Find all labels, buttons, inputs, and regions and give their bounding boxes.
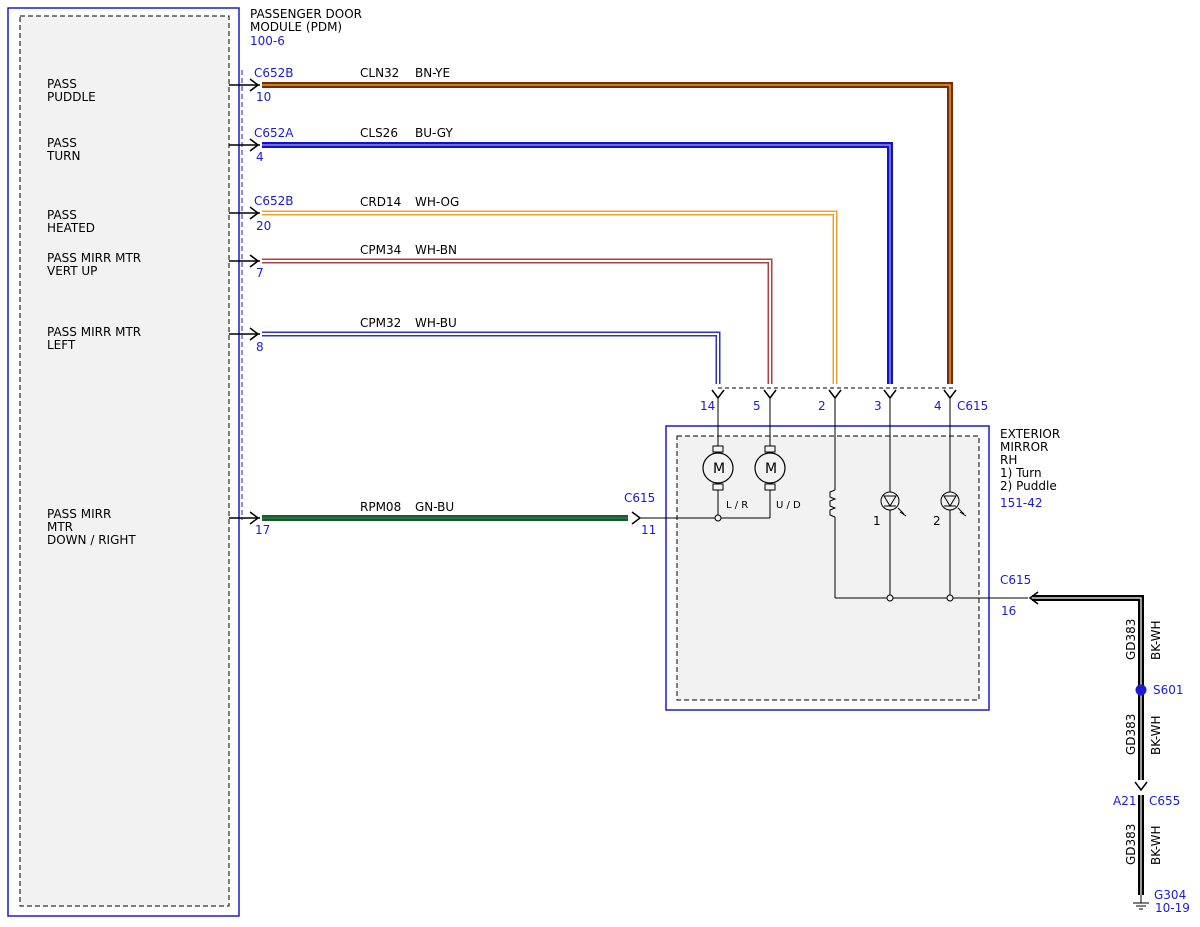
c655-pin: A21 [1113,794,1136,808]
gnd-color-3: BK-WH [1149,825,1163,865]
gnd-circuit-1: GD383 [1124,619,1138,660]
motor-lr-label: L / R [726,500,748,511]
pin-label-vert-2: VERT UP [47,264,97,278]
c615-pin-5: 5 [753,399,761,413]
pdm-title-line1: PASSENGER DOOR [250,7,362,21]
motor-ud-symbol: M [765,461,777,477]
pdm-module [7,7,243,917]
wire2-connector: C652A [254,126,294,140]
gnd-color-2: BK-WH [1149,715,1163,755]
wire5-circuit: CPM32 [360,316,401,330]
ground-id: G304 [1154,888,1186,902]
wire1-circuit: CLN32 [360,66,399,80]
c615-pin11-arrow [631,511,642,525]
turn-lamp-icon [880,491,907,517]
pin-label-heated-2: HEATED [47,221,95,235]
c615-pin-14: 14 [700,399,715,413]
lamp2-label: 2 [933,514,941,528]
lamp1-label: 1 [873,514,881,528]
c615-pin16-arrow [1028,591,1039,605]
mirror-note-turn: 1) Turn [1000,466,1042,480]
pin-label-left-2: LEFT [47,338,76,352]
wire-cln32 [262,82,953,384]
c615-input-pin: 11 [641,523,656,537]
motor-lr [702,452,734,484]
motor-ud [754,452,786,484]
c615-connector-label: C615 [957,399,988,413]
wire3-circuit: CRD14 [360,195,401,209]
puddle-lamp-icon [940,491,967,517]
wire1-color: BN-YE [415,66,450,80]
mirror-note-puddle: 2) Puddle [1000,479,1057,493]
wire-crd14 [262,210,838,384]
splice-label: S601 [1153,683,1184,697]
wire2-color: BU-GY [415,126,453,140]
mirror-ref: 151-42 [1000,496,1043,510]
pin-label-left-1: PASS MIRR MTR [47,325,141,339]
pin-label-down-3: DOWN / RIGHT [47,533,136,547]
gnd-circuit-2: GD383 [1124,714,1138,755]
pdm-pin-arrows [229,78,260,525]
c655-connector: C655 [1149,794,1180,808]
pin-label-turn-1: PASS [47,136,77,150]
mirror-name-line3: RH [1000,453,1017,467]
junction-dots [714,514,954,602]
wire6-color: GN-BU [415,500,454,514]
wire-gd383 [1032,595,1144,895]
pin-label-puddle-1: PASS [47,77,77,91]
ground-icon [1133,895,1149,910]
wire4-pin: 7 [256,266,264,280]
wire3-color: WH-OG [415,195,459,209]
wire5-pin: 8 [256,340,264,354]
pin-label-down-2: MTR [47,520,73,534]
wire6-circuit: RPM08 [360,500,401,514]
wire4-circuit: CPM34 [360,243,401,257]
wire3-pin: 20 [256,219,271,233]
mirror-internal-wiring [640,398,1028,599]
wire1-pin: 10 [256,90,271,104]
wire2-circuit: CLS26 [360,126,398,140]
wire-cpm32 [262,331,721,384]
mirror-name-line1: EXTERIOR [1000,427,1060,441]
c615-pin-2: 2 [818,399,826,413]
c615-input-connector: C615 [624,491,655,505]
c615-pin-arrows [711,389,957,400]
wire2-pin: 4 [256,150,264,164]
motor-lr-symbol: M [713,461,725,477]
gnd-circuit-3: GD383 [1124,824,1138,865]
pin-label-heated-1: PASS [47,208,77,222]
c615-pin-4: 4 [934,399,942,413]
pin-label-down-1: PASS MIRR [47,507,111,521]
splice-s601 [1135,684,1147,696]
c615-ground-pin: 16 [1001,604,1016,618]
wire-cls26 [262,142,893,384]
pin-label-puddle-2: PUDDLE [47,90,96,104]
wire4-color: WH-BN [415,243,457,257]
pin-label-turn-2: TURN [46,149,80,163]
c615-pin-3: 3 [874,399,882,413]
wire6-pin: 17 [255,523,270,537]
pdm-title-line2: MODULE (PDM) [250,20,342,34]
wire3-connector: C652B [254,194,294,208]
motor-ud-label: U / D [776,500,801,511]
pdm-ref: 100-6 [250,34,285,48]
inline-connector-c655 [1134,781,1148,792]
wire1-connector: C652B [254,66,294,80]
wire-cpm34 [262,258,773,384]
c615-ground-connector: C615 [1000,573,1031,587]
wire5-color: WH-BU [415,316,457,330]
gnd-color-1: BK-WH [1149,620,1163,660]
mirror-name-line2: MIRROR [1000,440,1048,454]
pin-label-vert-1: PASS MIRR MTR [47,251,141,265]
ground-ref: 10-19 [1155,901,1190,915]
